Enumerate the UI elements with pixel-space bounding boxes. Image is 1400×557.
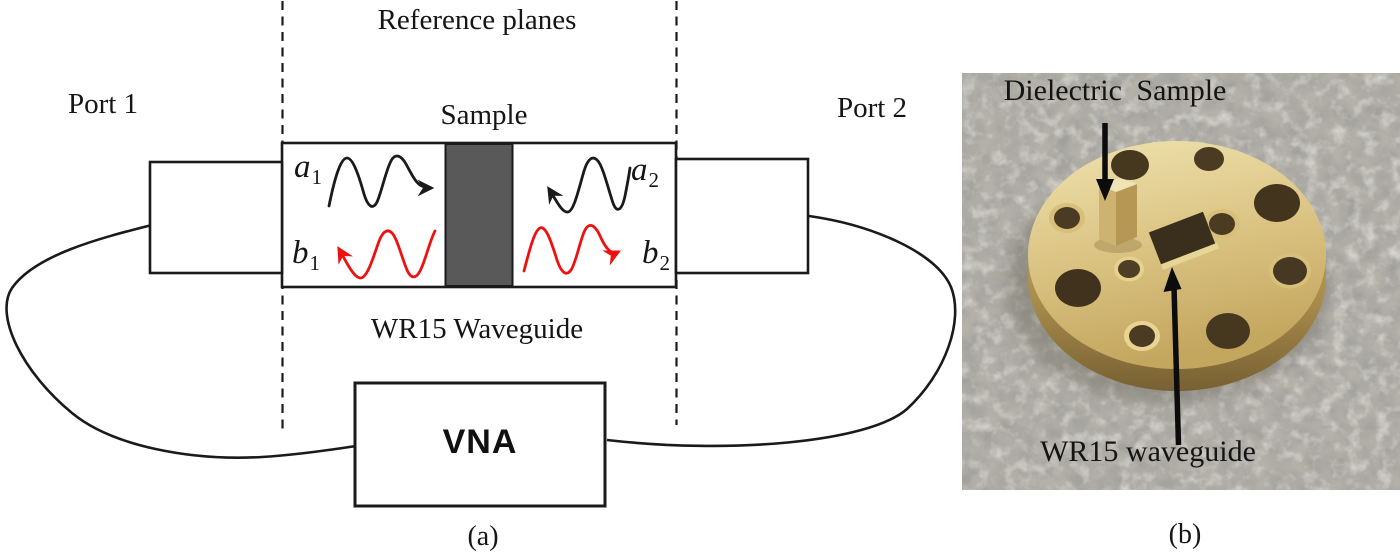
wave-label-b2-base: b [642, 235, 659, 271]
wave-a2-incident [547, 156, 632, 214]
flange-hole [1129, 325, 1155, 347]
port1-box [148, 160, 284, 275]
flange-hole [1111, 150, 1149, 180]
dielectric-sample-side [1116, 184, 1137, 246]
wave-label-a2-base: a [631, 152, 648, 188]
dielectric-sample-arrow [1096, 123, 1114, 201]
sample-block [444, 143, 514, 287]
sample-label: Sample [440, 99, 528, 131]
port2-vna-cable [606, 214, 957, 448]
port2-label: Port 2 [836, 92, 908, 124]
panel-a-schematic: Reference planes Port 1 Port 2 Sample WR… [5, 1, 957, 508]
wave-label-b1-base: b [292, 235, 309, 271]
wr15-aperture-group [1148, 211, 1220, 270]
port1-label: Port 1 [67, 88, 139, 120]
caption-b: (b) [1168, 519, 1202, 550]
flange-hole [1254, 184, 1300, 222]
vna-label: VNA [442, 423, 518, 461]
panel-b-photo: Dielectric Sample WR15 waveguide [962, 73, 1400, 490]
wave-b2-transmitted [522, 224, 622, 275]
port2-box [674, 157, 810, 275]
flange-hole [1118, 260, 1140, 278]
flange-hole [1055, 269, 1101, 307]
wave-label-b2: b2 [642, 236, 670, 274]
flange-hole [1054, 207, 1080, 229]
wave-label-b2-sub: 2 [659, 251, 671, 275]
caption-a: (a) [467, 521, 499, 552]
wr15-aperture [1148, 211, 1216, 265]
wave-label-a1-base: a [294, 149, 311, 185]
wr15-waveguide-arrow [1163, 267, 1182, 446]
wave-label-b1-sub: 1 [309, 251, 321, 275]
wave-a1-incident [327, 154, 435, 208]
flange-hole [1273, 257, 1307, 285]
port1-vna-cable [5, 223, 357, 459]
wr15-waveguide-label: WR15 waveguide [1040, 435, 1256, 468]
wave-b1-reflected [337, 229, 437, 280]
vna-box [353, 381, 607, 508]
wave-label-a1: a1 [294, 150, 322, 188]
reference-planes-label: Reference planes [377, 4, 577, 36]
flange-hole [1194, 147, 1224, 171]
photo-drawing [962, 73, 1400, 490]
dielectric-sample-label: Dielectric Sample [1003, 74, 1227, 107]
flange-hole [1206, 313, 1250, 349]
schematic-drawing [5, 1, 957, 508]
wave-label-b1: b1 [292, 236, 320, 274]
wave-label-a1-sub: 1 [311, 165, 323, 189]
wave-label-a2-sub: 2 [648, 168, 660, 192]
waveguide-label: WR15 Waveguide [370, 313, 584, 345]
dielectric-sample-front [1099, 185, 1116, 246]
wave-label-a2: a2 [631, 153, 659, 191]
flange-hole [1209, 213, 1235, 235]
aperture-bevel-highlight [1161, 242, 1220, 270]
